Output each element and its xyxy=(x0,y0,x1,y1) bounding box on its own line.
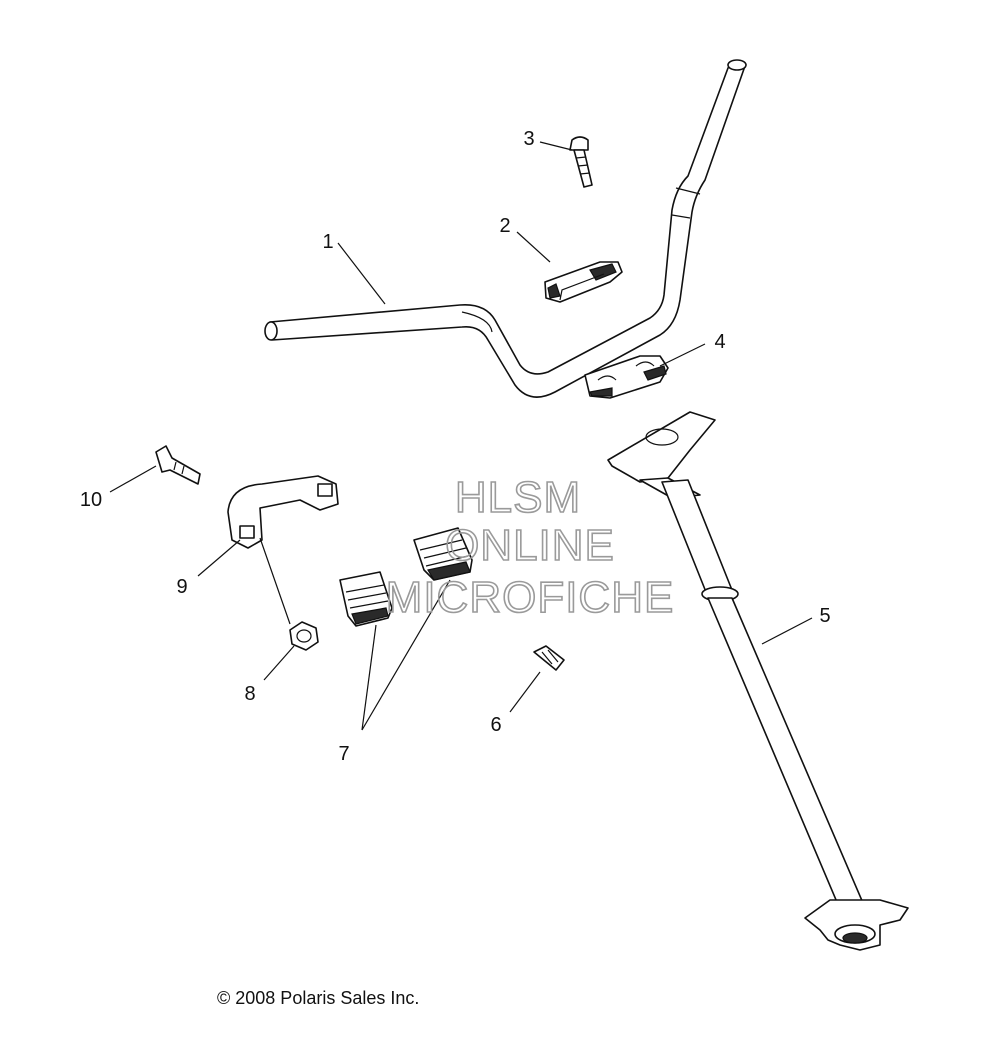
callout-2: 2 xyxy=(499,215,510,237)
leader-9 xyxy=(197,539,241,577)
leader-10 xyxy=(109,465,157,493)
bolt-small-part xyxy=(155,445,201,485)
callout-8: 8 xyxy=(244,683,255,705)
callout-5: 5 xyxy=(819,605,830,627)
callout-7: 7 xyxy=(338,743,349,765)
callout-4: 4 xyxy=(714,331,725,353)
leader-7a xyxy=(361,624,377,731)
leader-4 xyxy=(659,343,706,367)
callout-10: 10 xyxy=(80,489,102,511)
leader-lines xyxy=(109,141,813,731)
leader-8-bracket xyxy=(259,537,291,625)
leader-8 xyxy=(263,645,295,681)
leader-5 xyxy=(761,617,813,645)
grease-fitting-part xyxy=(533,645,565,671)
watermark-line-3: MICROFICHE xyxy=(386,573,675,622)
callout-9: 9 xyxy=(176,576,187,598)
callout-6: 6 xyxy=(490,714,501,736)
callout-3: 3 xyxy=(523,128,534,150)
upper-clamp-part xyxy=(544,261,623,303)
leader-2 xyxy=(516,231,551,263)
bushing-left-part xyxy=(339,571,393,627)
callout-labels: 1 2 3 4 5 6 7 8 9 10 xyxy=(80,128,831,765)
bolt-part xyxy=(569,136,593,188)
watermark: HLSM ONLINE MICROFICHE xyxy=(385,472,675,623)
watermark-line-2: ONLINE xyxy=(445,521,615,570)
watermark-line-1: HLSM xyxy=(455,473,581,522)
leader-6 xyxy=(509,671,541,713)
steering-column-part xyxy=(607,411,909,951)
leader-1 xyxy=(337,242,386,305)
lower-clamp-part xyxy=(584,355,669,399)
leader-3 xyxy=(539,141,573,151)
copyright-text: © 2008 Polaris Sales Inc. xyxy=(217,988,419,1008)
leader-7b xyxy=(361,579,451,731)
nut-part xyxy=(289,621,319,651)
bracket-part xyxy=(227,475,339,549)
bushing-right-part xyxy=(413,527,473,581)
handlebar-part xyxy=(264,59,747,398)
callout-1: 1 xyxy=(322,231,333,253)
